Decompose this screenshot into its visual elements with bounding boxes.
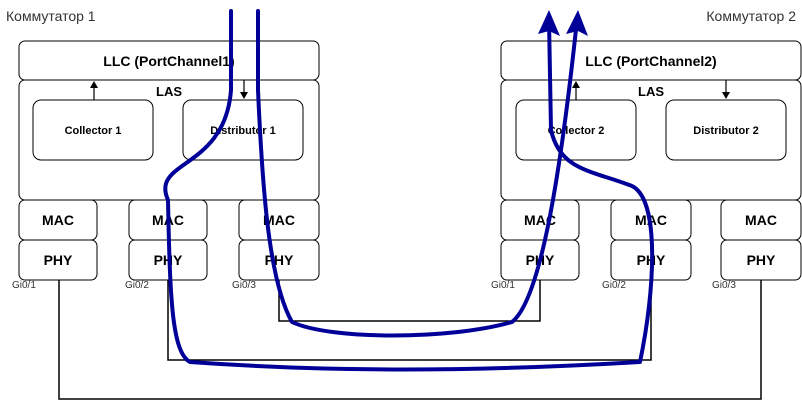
switch-1-port-1-phy (18, 239, 98, 281)
switch-1-title: Коммутатор 1 (6, 8, 96, 24)
switch-2-distributor-label: Distributor 2 (693, 125, 758, 137)
switch-1: LLC (PortChannel1) LAS Collector 1 Distr… (12, 40, 320, 291)
switch-2-las-label: LAS (638, 84, 664, 99)
switch-2-port-3-mac-label: MAC (745, 212, 777, 228)
traffic-flow-inner (256, 9, 579, 338)
switch-2-llc-label: LLC (PortChannel2) (585, 53, 716, 69)
switch-2-port-1-name: Gi0/1 (491, 280, 515, 291)
switch-1-collector-label: Collector 1 (65, 125, 122, 137)
switch-2-port-3-phy-label: PHY (747, 252, 776, 268)
switch-1-distributor-down-arrow (240, 80, 248, 99)
link-gi0-1 (58, 280, 762, 400)
switch-1-port-1-phy-label: PHY (44, 252, 73, 268)
switch-2-title: Коммутатор 2 (706, 8, 796, 24)
traffic-flow-outer-arrowhead (538, 10, 560, 36)
switch-2-port-3-name: Gi0/3 (712, 280, 736, 291)
traffic-flow-outer (163, 9, 655, 372)
switch-1-port-1-mac-label: MAC (42, 212, 74, 228)
switch-1-las-label: LAS (156, 84, 182, 99)
switch-2-collector-label: Collector 2 (548, 125, 605, 137)
switch-1-distributor-box (182, 99, 304, 161)
switch-2-port-2-name: Gi0/2 (602, 280, 626, 291)
switch-1-port-3-phy-label: PHY (265, 252, 294, 268)
switch-1-llc-label: LLC (PortChannel1) (103, 53, 234, 69)
switch-2-distributor-box (665, 99, 787, 161)
link-gi0-3 (278, 280, 541, 322)
traffic-flow-inner-arrowhead (566, 10, 588, 36)
switch-1-port-3-name: Gi0/3 (232, 280, 256, 291)
switch-1-port-2-name: Gi0/2 (125, 280, 149, 291)
switch-1-port-1-name: Gi0/1 (12, 280, 36, 291)
switch-2: LLC (PortChannel2) LAS Collector 2 Distr… (491, 40, 802, 291)
switch-1-collector-box (32, 99, 154, 161)
switch-1-collector-up-arrow (90, 81, 98, 100)
switch-1-port-3-mac-label: MAC (263, 212, 295, 228)
link-gi0-2 (167, 280, 652, 361)
switch-2-distributor-down-arrow (722, 80, 730, 99)
switch-2-collector-up-arrow (572, 81, 580, 100)
